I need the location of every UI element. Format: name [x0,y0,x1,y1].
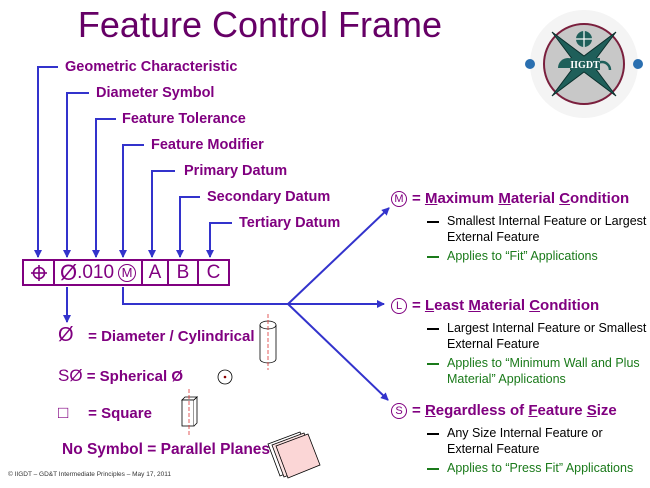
rfs-definition-cont: External Feature [447,442,540,456]
word-rest: aterial [480,297,526,314]
definition-line: Largest Internal Feature or Smallest [447,321,647,335]
cylinder-icon [259,314,277,370]
symbol-row-square: □ = Square [58,403,152,423]
application-line: Applies to “Fit” Applications [447,249,598,263]
callout-feature-modifier: Feature Modifier [151,137,264,153]
tolerance-value: .010 [77,261,115,283]
leader-primary-datum [148,170,175,258]
arrow-to-rfs [287,303,389,401]
symbol-desc: = Spherical Ø [86,368,184,385]
diameter-symbol: Ø [59,259,78,285]
symbol-desc: = Diameter / Cylindrical [88,328,255,345]
leader-secondary-datum [176,196,200,258]
logo-globe-right-icon [633,59,643,69]
callout-diameter-symbol: Diameter Symbol [96,85,215,101]
lmc-symbol: L [391,297,407,314]
leader-tertiary-datum [206,222,232,258]
leader-modifier-branch [122,287,288,305]
word-initial: F [528,402,538,419]
square-prism-icon [181,389,198,435]
lmc-application: Applies to “Minimum Wall and Plus [427,355,646,371]
leader-geometric-characteristic [34,66,58,258]
rfs-definition: Any Size Internal Feature or [427,425,633,441]
symbol-row-spherical: SØ = Spherical Ø [58,366,183,386]
parallel-planes-icon [267,431,321,479]
application-line: Applies to “Press Fit” Applications [447,461,634,475]
definition-line: Any Size Internal Feature or [447,426,603,440]
leader-diameter-symbol [63,92,89,258]
word-rest: ize [596,402,617,419]
word-rest: ondition [540,297,600,314]
word-rest: aximum [437,190,495,207]
word-rest: of [510,402,525,419]
mmc-definition: Smallest Internal Feature or Largest [427,213,646,229]
arrow-to-mmc [287,207,390,305]
word-rest: ondition [570,190,630,207]
equals-sign: = [412,402,421,419]
word-initial: M [468,297,481,314]
equals-sign: = [412,297,421,314]
word-initial: M [498,190,511,207]
word-initial: S [586,402,597,419]
frame-cell-characteristic [24,261,55,284]
word-rest: aterial [510,190,556,207]
word-rest: east [434,297,465,314]
word-initial: M [424,190,438,207]
word-initial: C [529,297,541,314]
mmc-application: Applies to “Fit” Applications [427,248,646,264]
word-rest: eature [537,402,583,419]
diameter-glyph: Ø [58,324,74,346]
frame-cell-primary-datum: A [143,261,169,284]
mmc-definition-cont: External Feature [447,230,540,244]
lmc-application-cont: Material” Applications [447,372,566,386]
symbol-row-parallel-planes: No Symbol = Parallel Planes [62,441,271,458]
modifier-mmc-symbol: M [118,263,137,282]
rfs-application: Applies to “Press Fit” Applications [427,460,633,476]
mmc-symbol: M [391,190,407,207]
iigdt-logo: IIGDT [525,10,643,118]
callout-secondary-datum: Secondary Datum [207,189,331,205]
callout-tertiary-datum: Tertiary Datum [239,215,341,231]
application-line: Applies to “Minimum Wall and Plus [447,356,640,370]
frame-cell-tolerance: Ø .010 M [55,259,143,285]
equals-sign: = [412,190,421,207]
square-glyph: □ [58,403,69,422]
lmc-definition: Largest Internal Feature or Smallest [427,320,646,336]
symbol-row-diameter: Ø = Diameter / Cylindrical [58,324,255,347]
leader-feature-tolerance [92,118,116,258]
word-initial: C [559,190,571,207]
frame-cell-tertiary-datum: C [206,261,221,283]
definition-line: Smallest Internal Feature or Largest [447,214,647,228]
spherical-glyph: SØ [58,366,83,385]
frame-cell-secondary-datum: B [169,261,199,284]
page-title: Feature Control Frame [77,4,443,45]
copyright-footer: © IIGDT – GD&T Intermediate Principles –… [8,471,172,478]
rfs-symbol: S [391,402,407,419]
callout-primary-datum: Primary Datum [184,163,288,179]
leader-feature-modifier [119,144,144,258]
symbol-desc: = Square [88,405,152,422]
feature-control-frame: Ø .010 M A B C [22,259,230,286]
position-icon [30,264,47,281]
logo-globe-left-icon [525,59,535,69]
word-rest: egardless [435,402,506,419]
sphere-icon [217,369,233,385]
callout-geometric-characteristic: Geometric Characteristic [65,59,238,75]
logo-text: IIGDT [570,60,600,71]
word-initial: R [424,402,436,419]
callout-feature-tolerance: Feature Tolerance [122,111,246,127]
word-initial: L [424,297,435,314]
lmc-definition-cont: External Feature [447,337,540,351]
